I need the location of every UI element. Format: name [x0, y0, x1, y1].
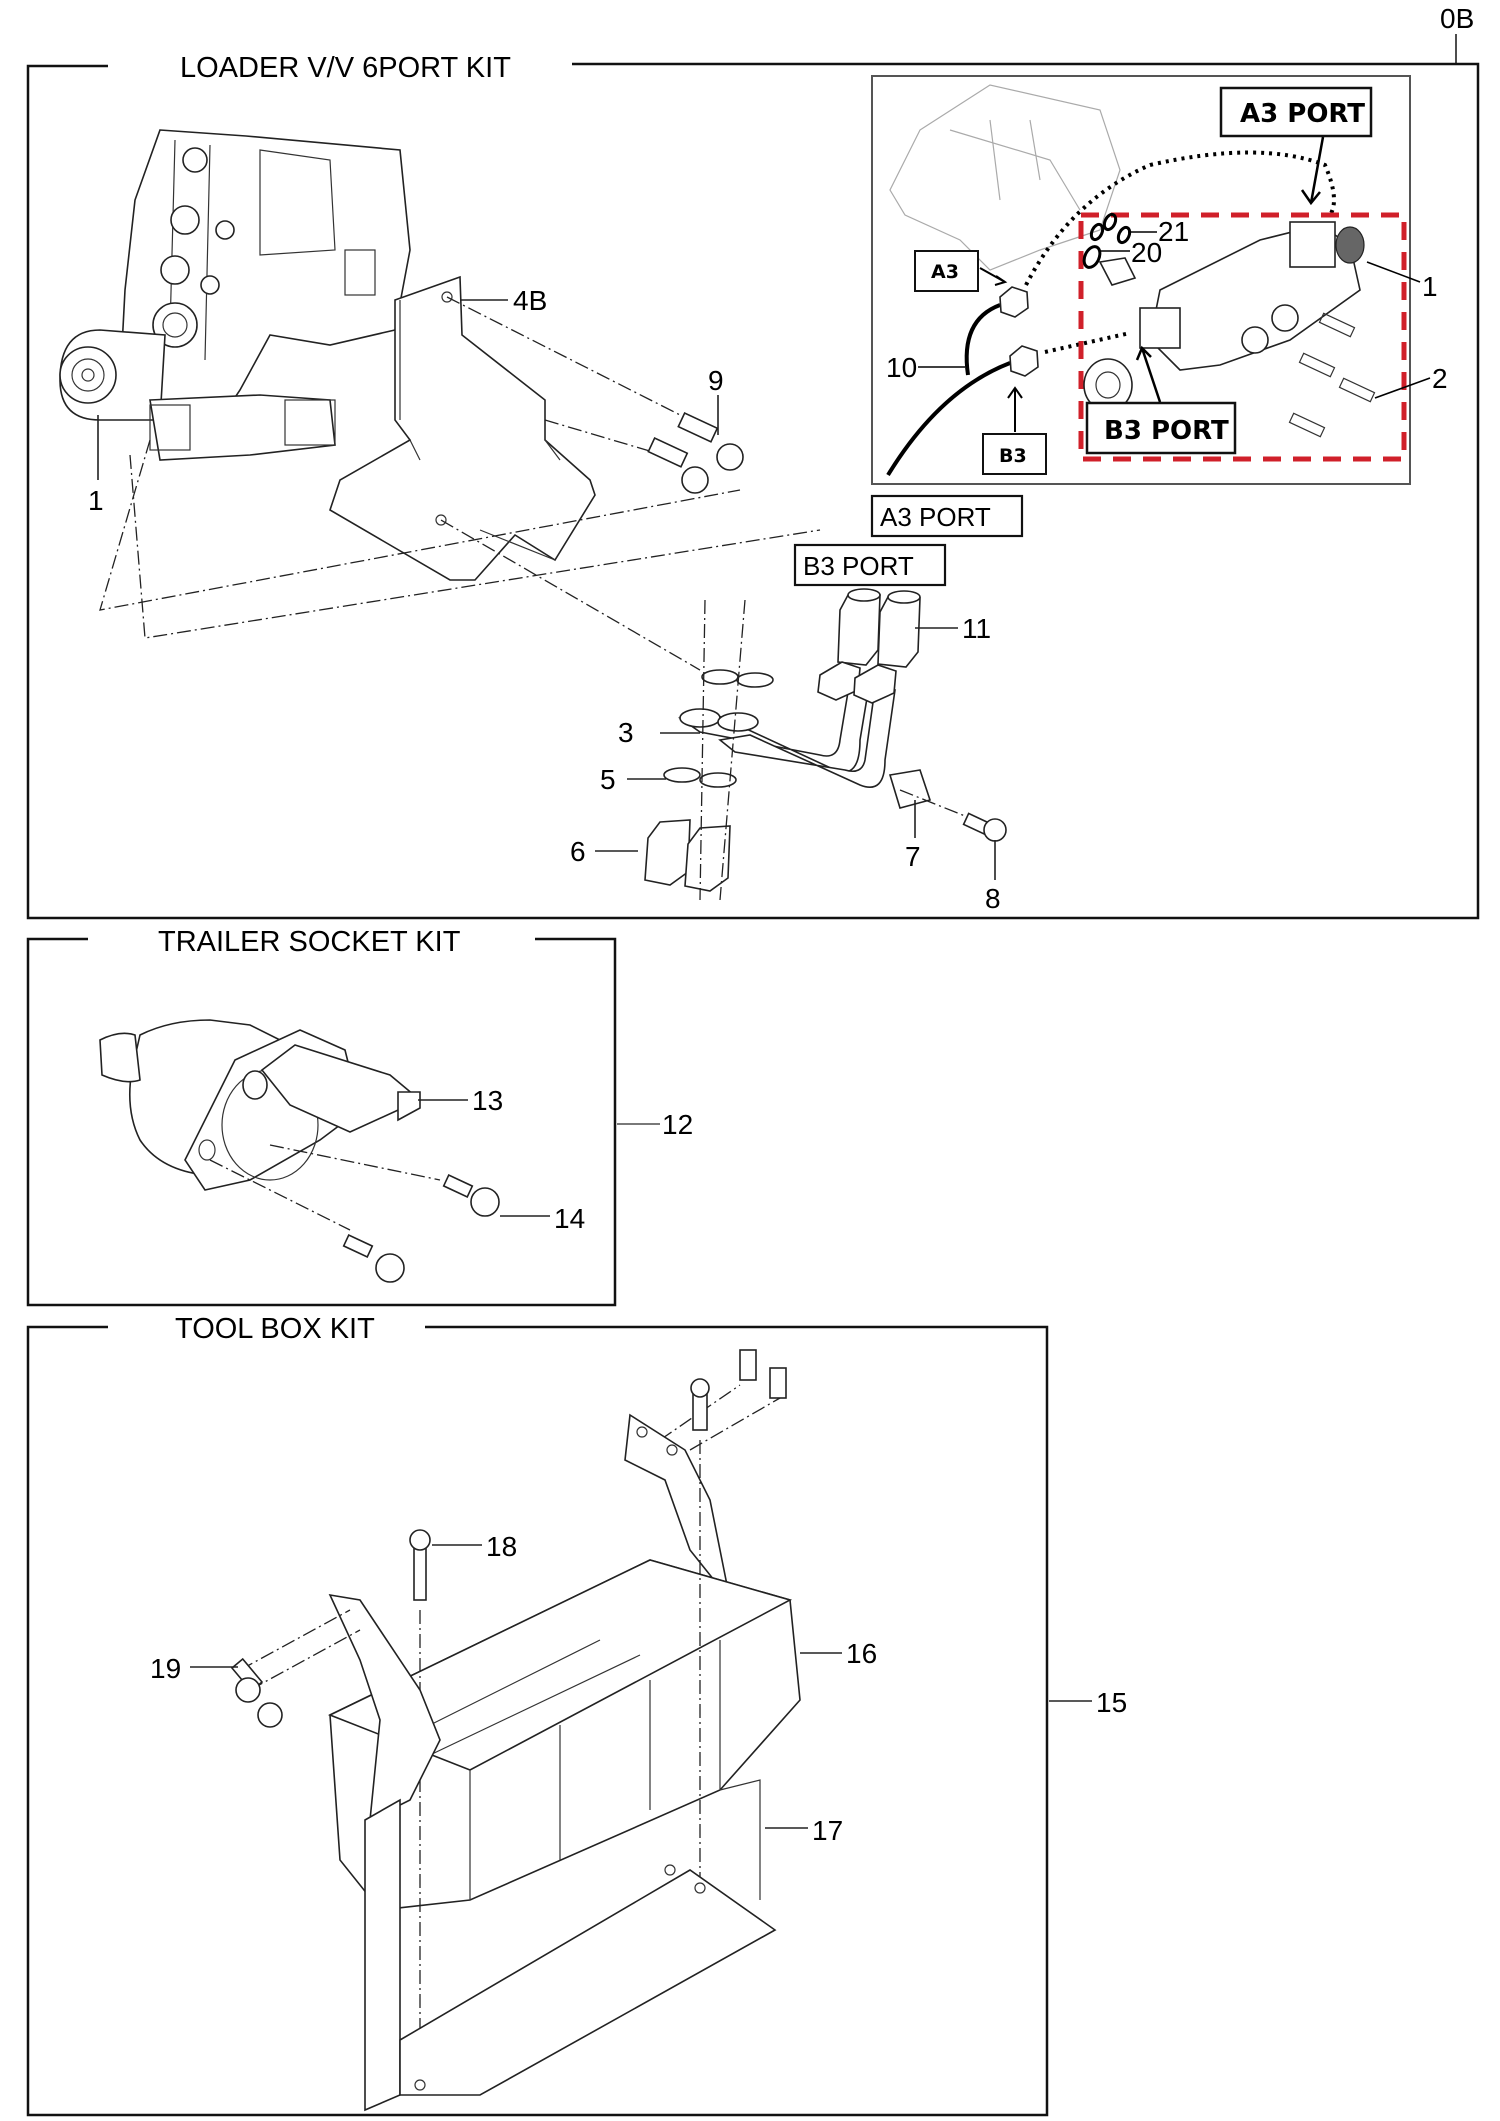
b3-port-label: B3 PORT [803, 551, 914, 581]
inset-highlight-box [1078, 212, 1407, 462]
inset-b3-port-box [1085, 401, 1237, 455]
callout-bolt-bracket: 9 [708, 365, 724, 396]
callout-clamp: 7 [905, 841, 921, 872]
bolts-9-drawing [446, 296, 744, 494]
inset-callout-screw: 2 [1432, 363, 1448, 394]
inset-callout-oring-20: 20 [1131, 237, 1162, 268]
callout-eye-bolt: 6 [570, 836, 586, 867]
inset-a3-port-box [1219, 86, 1373, 138]
loader-kit-title: LOADER V/V 6PORT KIT [180, 52, 511, 84]
inset-callout-harness: 10 [886, 352, 917, 383]
bracket-4b-drawing [329, 275, 596, 581]
assembly-line-a [99, 439, 741, 611]
trailer-kit-section: TRAILER SOCKET KIT 13 14 12 [26, 926, 693, 1307]
callout-bolt-top: 18 [486, 1531, 517, 1562]
assembly-line-c [440, 519, 701, 671]
inset-b3-port: B3 PORT [1104, 416, 1229, 446]
toolbox-kit-title: TOOL BOX KIT [175, 1313, 375, 1345]
loader-valve-drawing [59, 129, 411, 461]
trailer-kit-title: TRAILER SOCKET KIT [158, 926, 461, 958]
trailer-socket-drawing [99, 1019, 500, 1283]
callout-box: 16 [846, 1638, 877, 1669]
trailer-kit-frame [26, 937, 617, 1307]
callout-adapter: 11 [962, 613, 991, 644]
inset-callout-oring-21: 21 [1158, 216, 1189, 247]
pipe-assembly-drawing [644, 599, 1007, 901]
toolbox-kit-section: TOOL BOX KIT [26, 1313, 1127, 2117]
callout-pipe: 3 [618, 717, 634, 748]
page-ref-label: 0B [1440, 3, 1474, 34]
loader-kit-section: LOADER V/V 6PORT KIT 1 [26, 52, 1480, 920]
callout-cover: 13 [472, 1085, 503, 1116]
a3-port-label: A3 PORT [880, 502, 991, 532]
a3-tag: A3 [931, 261, 959, 283]
inset-a3-port: A3 PORT [1240, 99, 1365, 129]
toolbox-kit-frame [26, 1325, 1049, 2117]
inset-detail: A3 B3 A3 PORT B3 PORT 10 20 21 1 2 [871, 75, 1448, 485]
loader-kit-frame [26, 62, 1480, 920]
callout-trailer-bolt: 14 [554, 1203, 585, 1234]
b3-tag: B3 [999, 445, 1027, 467]
callout-toolbox-bracket: 17 [812, 1815, 843, 1846]
a3-port-box [870, 494, 1024, 538]
callout-trailer-kit: 12 [662, 1109, 693, 1140]
callout-toolbox-kit: 15 [1096, 1687, 1127, 1718]
adapters-11-drawing [837, 588, 921, 668]
b3-tag-box [982, 433, 1047, 475]
b3-port-box [793, 543, 947, 587]
callout-bolt-side: 19 [150, 1653, 181, 1684]
callout-washer: 5 [600, 764, 616, 795]
a3-tag-box [914, 250, 979, 292]
callout-clamp-bolt: 8 [985, 883, 1001, 914]
assembly-line-b [129, 454, 821, 639]
callout-bracket: 4B [513, 285, 547, 316]
callout-valve: 1 [88, 485, 104, 516]
toolbox-drawing [230, 1349, 801, 2112]
inset-callout-solenoid-valve: 1 [1422, 271, 1438, 302]
